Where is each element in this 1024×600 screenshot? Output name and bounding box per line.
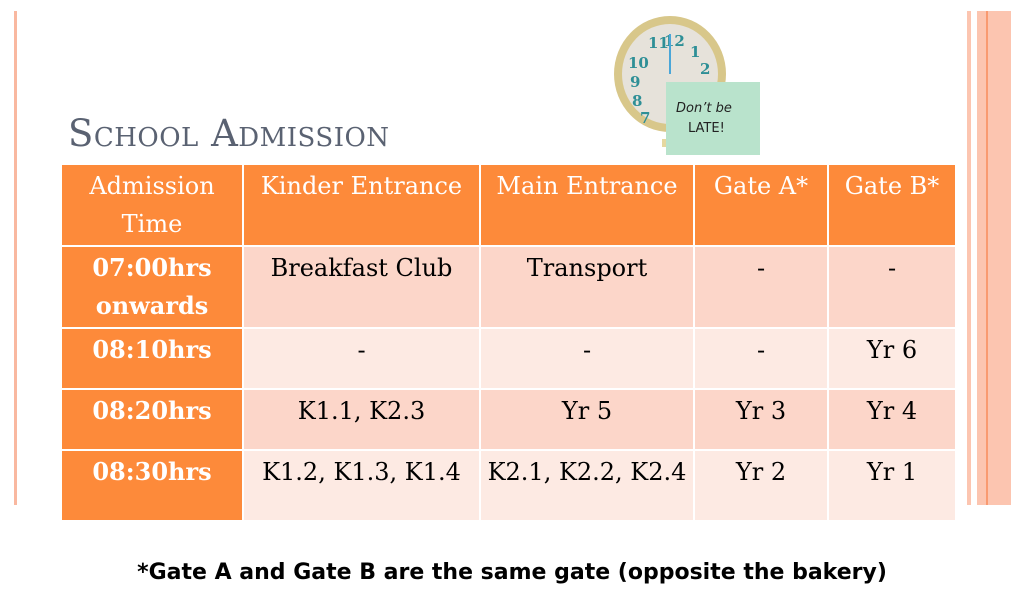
svg-text:8: 8	[632, 92, 642, 110]
right-stripe	[977, 11, 1011, 505]
right-stripe	[986, 11, 988, 505]
table-cell: Yr 6	[827, 327, 957, 390]
page-title: School Admission	[68, 112, 390, 155]
svg-text:1: 1	[690, 43, 700, 61]
table-cell: -	[693, 327, 829, 390]
time-cell: 07:00hrs onwards	[60, 245, 244, 329]
table-cell: -	[827, 245, 957, 329]
table-cell: -	[693, 245, 829, 329]
svg-text:7: 7	[640, 109, 650, 127]
time-cell: 08:30hrs	[60, 449, 244, 522]
table-row: 07:00hrs onwards Breakfast Club Transpor…	[60, 245, 957, 329]
svg-text:LATE!: LATE!	[688, 121, 725, 136]
time-cell: 08:10hrs	[60, 327, 244, 390]
table-header-row: Admission Time Kinder Entrance Main Entr…	[60, 163, 957, 247]
table-cell: Yr 5	[479, 388, 695, 451]
table-cell: Yr 4	[827, 388, 957, 451]
svg-text:2: 2	[700, 60, 710, 78]
table-row: 08:10hrs - - - Yr 6	[60, 327, 957, 390]
table-cell: K1.1, K2.3	[242, 388, 481, 451]
left-border	[14, 11, 17, 505]
header-cell: Main Entrance	[479, 163, 695, 247]
right-stripe	[967, 11, 971, 505]
header-cell: Admission Time	[60, 163, 244, 247]
table-row: 08:30hrs K1.2, K1.3, K1.4 K2.1, K2.2, K2…	[60, 449, 957, 522]
header-cell: Kinder Entrance	[242, 163, 481, 247]
time-cell: 08:20hrs	[60, 388, 244, 451]
table-cell: Transport	[479, 245, 695, 329]
table-cell: Yr 3	[693, 388, 829, 451]
table-cell: K1.2, K1.3, K1.4	[242, 449, 481, 522]
table-cell: K2.1, K2.2, K2.4	[479, 449, 695, 522]
svg-text:9: 9	[630, 73, 640, 91]
header-cell: Gate B*	[827, 163, 957, 247]
footnote: *Gate A and Gate B are the same gate (op…	[137, 560, 887, 585]
svg-text:10: 10	[628, 54, 649, 72]
table-row: 08:20hrs K1.1, K2.3 Yr 5 Yr 3 Yr 4	[60, 388, 957, 451]
admission-table: Admission Time Kinder Entrance Main Entr…	[60, 163, 957, 522]
header-cell: Gate A*	[693, 163, 829, 247]
svg-text:Don’t be: Don’t be	[676, 101, 732, 116]
table-cell: Yr 2	[693, 449, 829, 522]
table-cell: Breakfast Club	[242, 245, 481, 329]
table-cell: -	[242, 327, 481, 390]
table-cell: Yr 1	[827, 449, 957, 522]
table-cell: -	[479, 327, 695, 390]
svg-text:11: 11	[648, 34, 669, 52]
